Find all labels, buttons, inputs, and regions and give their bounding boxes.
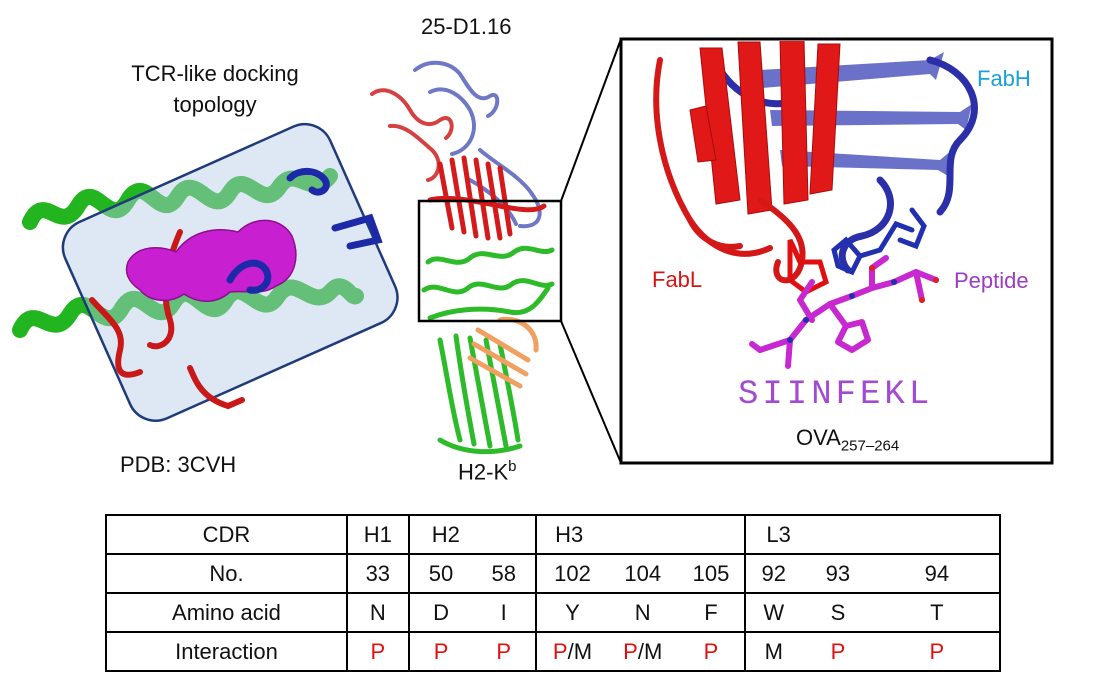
ova-label-main: OVA (796, 425, 841, 450)
amino-acid-cell: F (704, 599, 718, 625)
fabl-label: FabL (652, 267, 703, 292)
group-l3: L3 (744, 515, 1000, 554)
amino-acid-cell: D (407, 593, 473, 632)
mhc-label: H2-Kb (458, 458, 516, 485)
number-cell: 102 (535, 554, 608, 593)
fabh-sticks (831, 207, 927, 276)
table-row-cdr: CDR H1 H2 H3 L3 (105, 514, 1000, 555)
group-h1: H1 (345, 515, 409, 554)
number-cell: 93 (825, 560, 851, 586)
amino-acid-cell: N (634, 599, 651, 625)
cdr-interaction-table: CDR H1 H2 H3 L3 No. 33 50 58 102 104 105… (105, 514, 1001, 672)
interaction-rest: /M (637, 638, 663, 664)
mhc-label-sup: b (508, 458, 517, 475)
interaction-cell: P (472, 632, 536, 671)
number-cell: 50 (407, 554, 473, 593)
zoom-line-top (560, 38, 622, 202)
zoom-region-box (417, 199, 563, 323)
interaction-cell: P/M (535, 632, 608, 671)
fabh-label: FabH (977, 66, 1031, 91)
peptide-label: Peptide (954, 268, 1029, 293)
amino-acid-cell: I (500, 599, 507, 625)
ova-label-sub: 257–264 (840, 437, 900, 455)
ova-label: OVA257–264 (796, 425, 899, 454)
docking-title-line1: TCR-like docking (131, 61, 299, 86)
number-cell: 105 (692, 560, 730, 586)
amino-acid-cell: N (345, 593, 409, 632)
zoom-line-bottom (560, 320, 622, 464)
peptide-surface-left (125, 219, 297, 302)
interaction-p: P (552, 638, 568, 664)
antibody-label: 25-D1.16 (421, 14, 512, 39)
row-header-no: No. (105, 553, 348, 594)
interaction-p: P (623, 638, 638, 664)
amino-acid-cell: W (744, 593, 802, 632)
interaction-p: P (703, 638, 719, 664)
group-h2: H2 (407, 515, 537, 554)
fabl-strands-right (689, 41, 841, 215)
fabl-sticks (787, 238, 829, 295)
table-row-amino-acid: Amino acid N D I Y N F W S T (105, 592, 1000, 633)
docking-title: TCR-like docking topology (80, 58, 350, 120)
antibody-blue-domain (413, 60, 542, 229)
interaction-cell: P (875, 632, 1000, 671)
interaction-cell: P/M (608, 632, 678, 671)
number-cell: 33 (345, 554, 409, 593)
interaction-cell: M (744, 632, 802, 671)
row-header-amino-acid: Amino acid (105, 592, 348, 633)
interaction-cell: P (678, 632, 746, 671)
pdb-label: PDB: 3CVH (120, 452, 237, 477)
interaction-p: P (370, 638, 386, 664)
interaction-rest: M (764, 638, 783, 664)
amino-acid-cell: S (830, 599, 846, 625)
peptide-oxygens (869, 265, 939, 303)
docking-title-line2: topology (173, 92, 257, 117)
number-cell: 94 (924, 560, 950, 586)
amino-acid-cell: T (930, 599, 944, 625)
interaction-p: P (496, 638, 512, 664)
interaction-cell: P (407, 632, 473, 671)
number-cell: 58 (491, 560, 516, 586)
mhc-label-main: H2-K (458, 459, 509, 485)
interaction-rest: /M (567, 638, 593, 664)
amino-acid-cell: Y (535, 593, 608, 632)
number-cell: 104 (624, 560, 662, 586)
interaction-cell: P (345, 632, 409, 671)
group-h3: H3 (535, 515, 746, 554)
table-row-interaction: Interaction P P P P/M P/M P M P P (105, 631, 1000, 672)
fabl-loops-right (653, 57, 806, 284)
fabh-loops-left (226, 168, 383, 294)
number-cell: 92 (744, 554, 802, 593)
peptide-sequence: SIINFEKL (738, 376, 934, 414)
peptide-atoms (787, 279, 897, 343)
mhc-green-middle (421, 245, 555, 455)
interaction-p: P (830, 638, 846, 664)
interaction-cell: P (801, 632, 875, 671)
row-header-cdr: CDR (105, 514, 348, 555)
interaction-p: P (433, 638, 449, 664)
row-header-interaction: Interaction (105, 631, 348, 672)
table-row-number: No. 33 50 58 102 104 105 92 93 94 (105, 553, 1000, 594)
b2m-orange (467, 316, 539, 389)
antibody-red-strands (427, 155, 547, 241)
interaction-p: P (929, 638, 945, 664)
antibody-red-domain (370, 88, 454, 182)
